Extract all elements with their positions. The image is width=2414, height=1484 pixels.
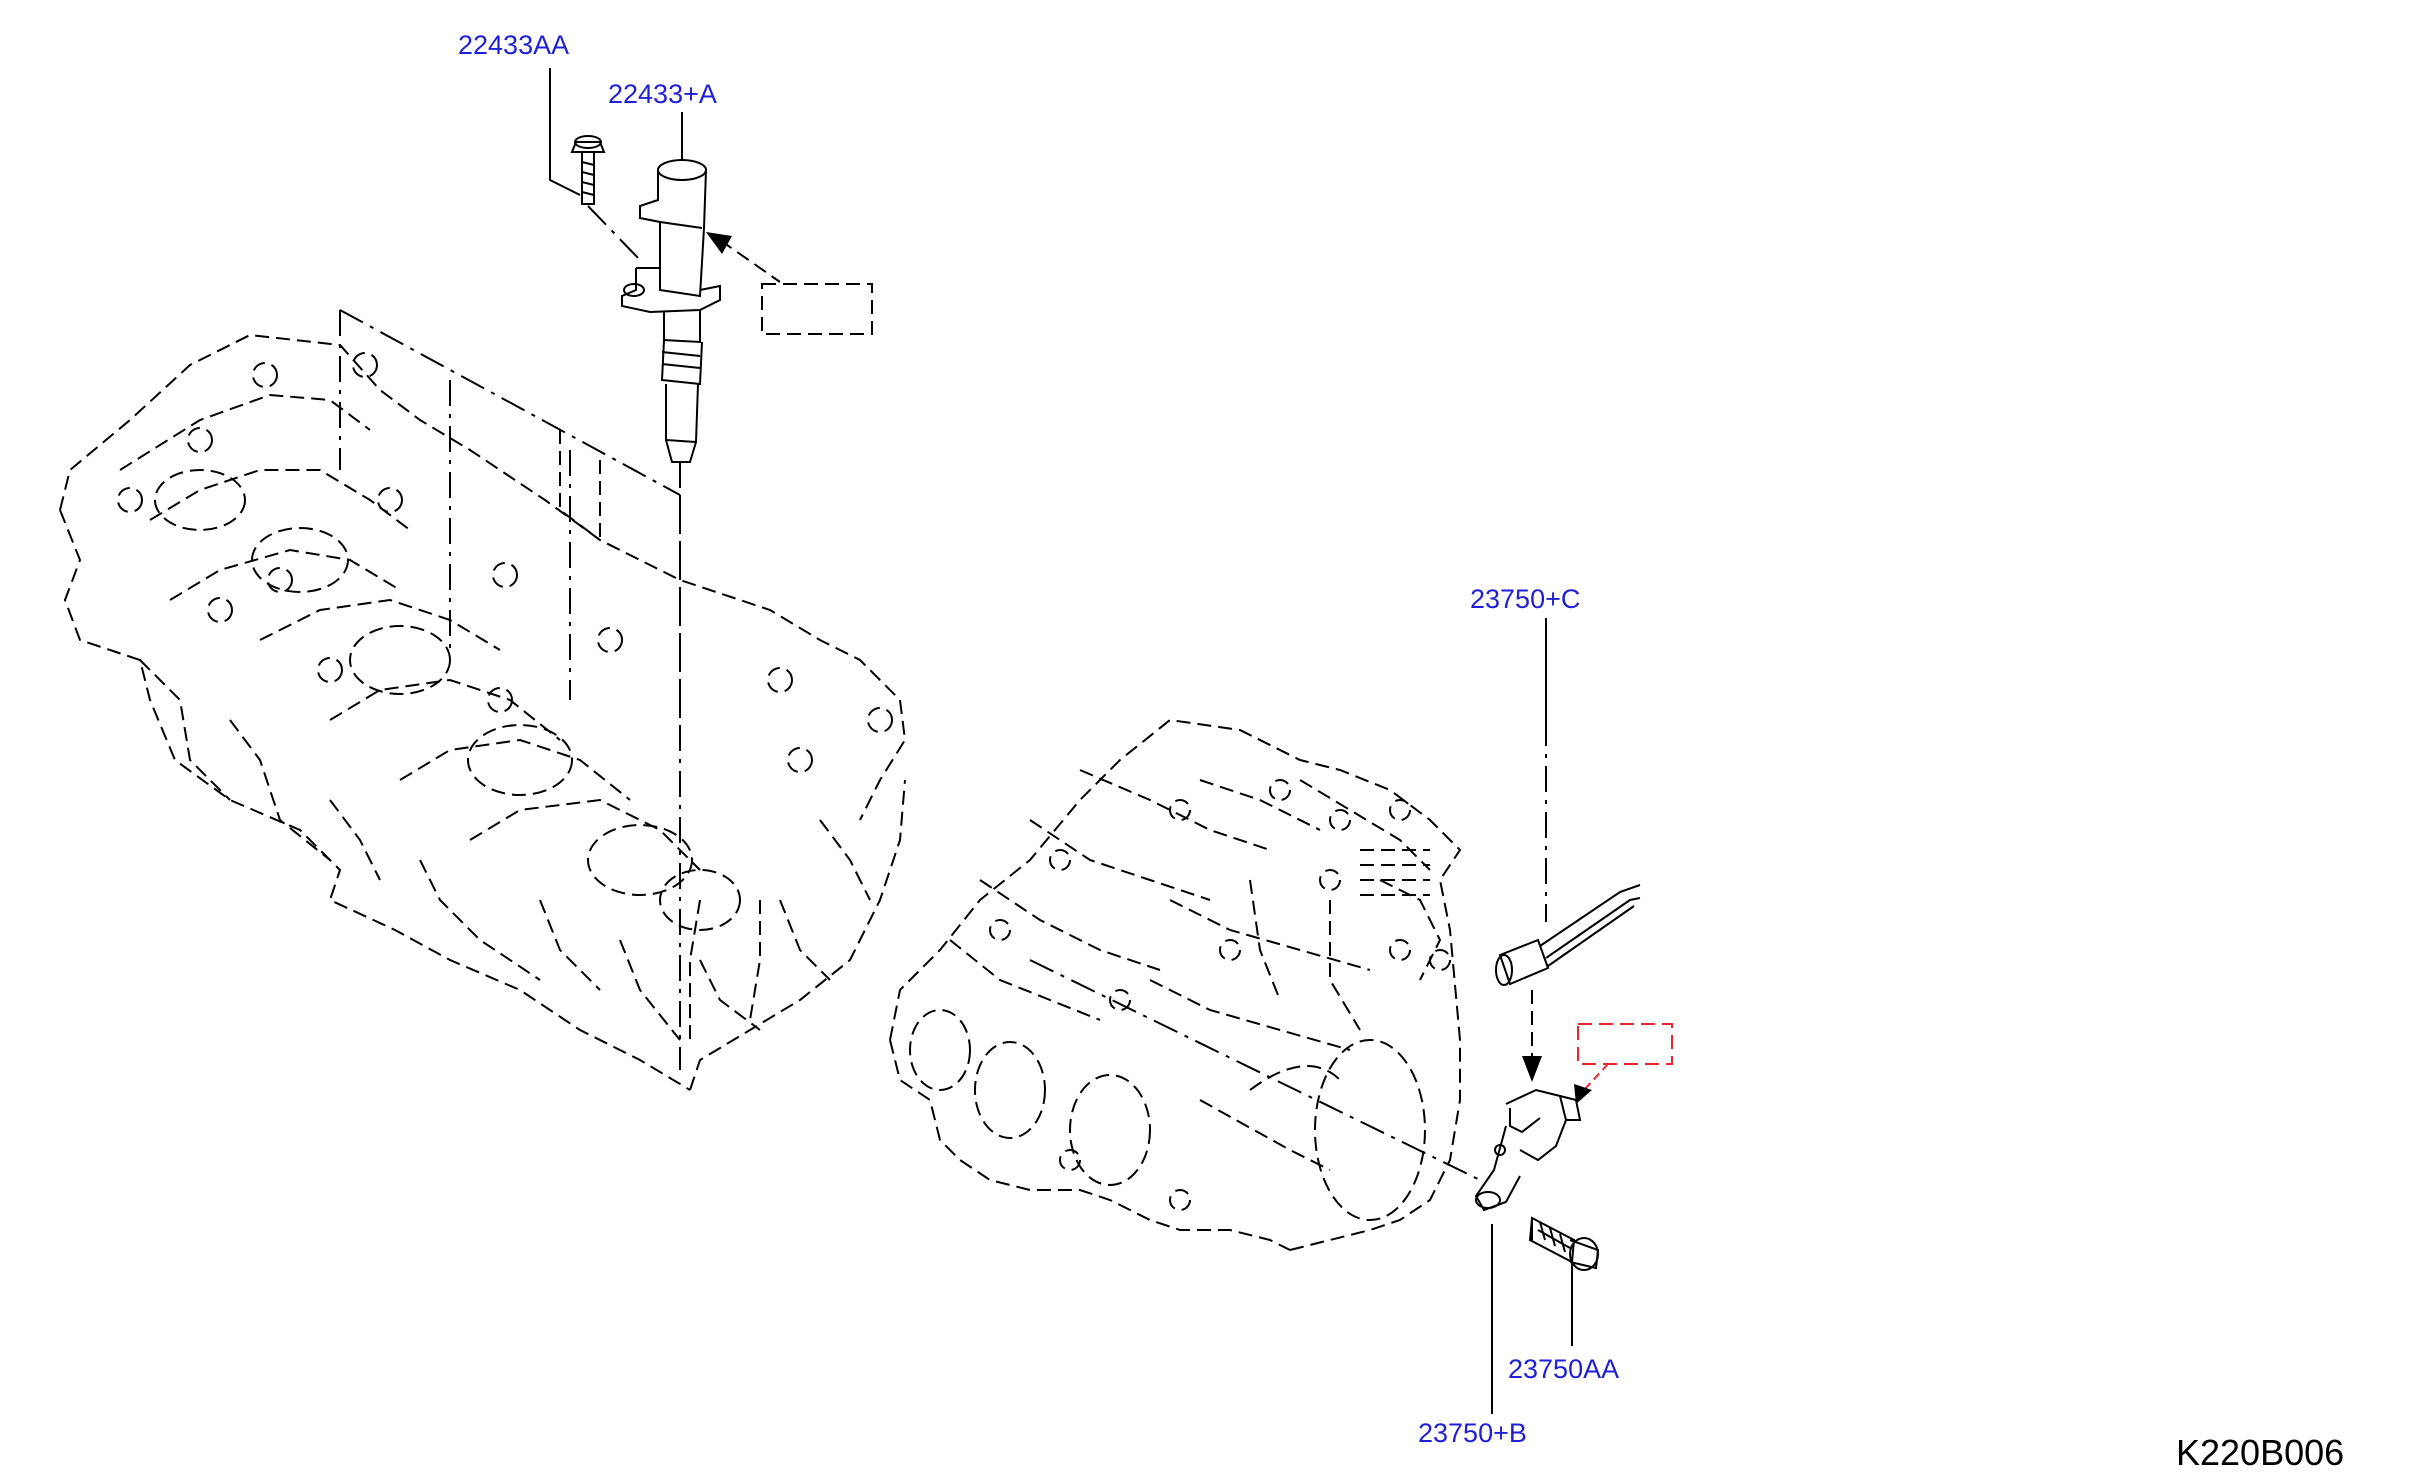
sensor-reference-box — [1577, 1023, 1673, 1065]
sensor-assembly — [1474, 884, 1673, 1271]
callout-23750+C[interactable]: 23750+C — [1470, 584, 1581, 614]
sensor-bracket[interactable] — [1474, 1088, 1582, 1212]
callout-22433AA[interactable]: 22433AA — [458, 30, 570, 60]
injector-screw[interactable] — [570, 135, 606, 205]
sensor-ref-arrow — [1574, 1084, 1592, 1104]
fuel-injector[interactable] — [621, 159, 721, 463]
upper-engine-block — [59, 309, 907, 1091]
callout-23750+B[interactable]: 23750+B — [1418, 1418, 1527, 1448]
injector-assembly — [570, 135, 873, 720]
callout-22433+A[interactable]: 22433+A — [608, 79, 717, 109]
sensor-bolt[interactable] — [1528, 1216, 1600, 1271]
lower-engine-block — [889, 718, 1481, 1251]
leader-lines — [549, 68, 1573, 1414]
callout-23750AA[interactable]: 23750AA — [1508, 1354, 1620, 1384]
sensor-drop-arrow — [1522, 1056, 1542, 1082]
injector-ref-arrow — [706, 232, 732, 254]
diagram-code: K220B006 — [2176, 1432, 2345, 1473]
sensor-connector[interactable] — [1495, 884, 1641, 986]
injector-reference-box — [761, 283, 873, 335]
